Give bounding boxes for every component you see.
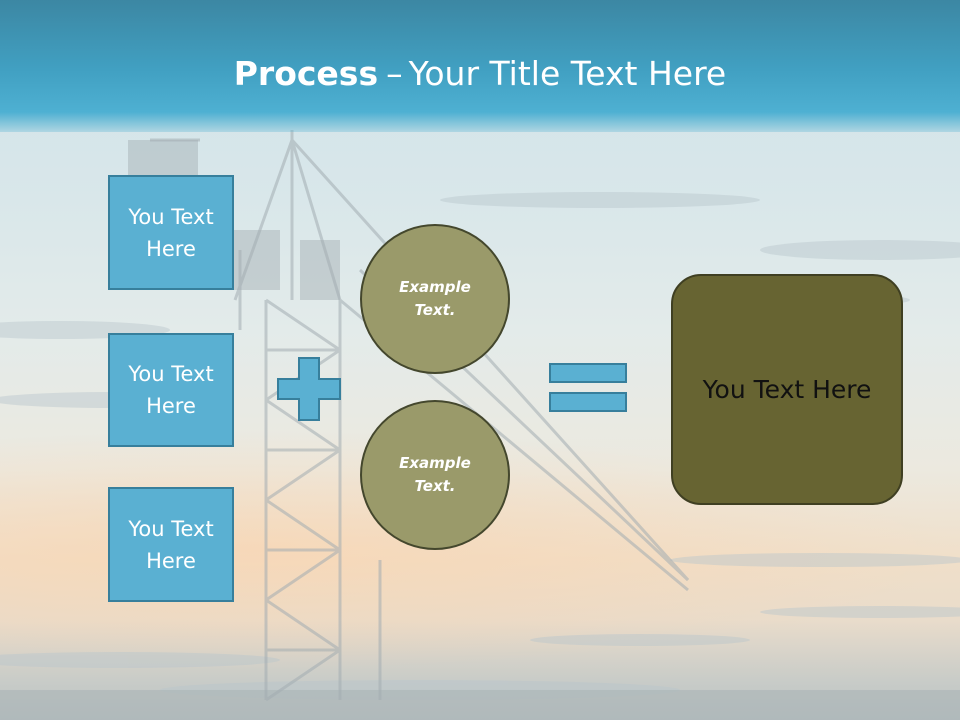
- slide-title: Process–Your Title Text Here: [0, 48, 960, 100]
- title-bar: [0, 0, 960, 132]
- left-box-2-label: You Text Here: [128, 362, 214, 418]
- left-box-1: You Text Here: [108, 175, 234, 290]
- circle-2: Example Text.: [360, 400, 510, 550]
- result-box-label: You Text Here: [702, 374, 872, 404]
- plus-icon: [277, 357, 341, 421]
- result-box: You Text Here: [671, 274, 903, 505]
- title-bold: Process: [233, 54, 379, 93]
- circle-2-label: Example Text.: [399, 454, 471, 495]
- equals-icon-bottom-bar: [549, 392, 627, 412]
- title-text: Your Title Text Here: [408, 54, 727, 93]
- left-box-3: You Text Here: [108, 487, 234, 602]
- left-box-2: You Text Here: [108, 333, 234, 447]
- circle-1: Example Text.: [360, 224, 510, 374]
- title-dash: –: [386, 54, 403, 93]
- equals-icon-top-bar: [549, 363, 627, 383]
- left-box-3-label: You Text Here: [128, 516, 214, 573]
- circle-1-label: Example Text.: [399, 278, 471, 319]
- left-box-1-label: You Text Here: [128, 204, 214, 261]
